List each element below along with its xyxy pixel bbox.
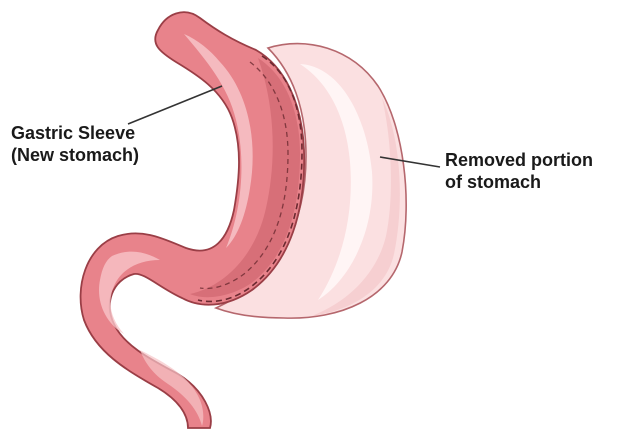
gastric-sleeve-label: Gastric Sleeve (New stomach): [11, 122, 139, 166]
gastric-sleeve-label-line1: Gastric Sleeve: [11, 122, 139, 144]
removed-portion-label-line2: of stomach: [445, 171, 593, 193]
gastric-sleeve: [81, 12, 305, 428]
removed-portion-label-line1: Removed portion: [445, 149, 593, 171]
gastric-sleeve-label-line2: (New stomach): [11, 144, 139, 166]
sleeve-leader-line: [128, 86, 222, 124]
removed-portion-label: Removed portion of stomach: [445, 149, 593, 193]
